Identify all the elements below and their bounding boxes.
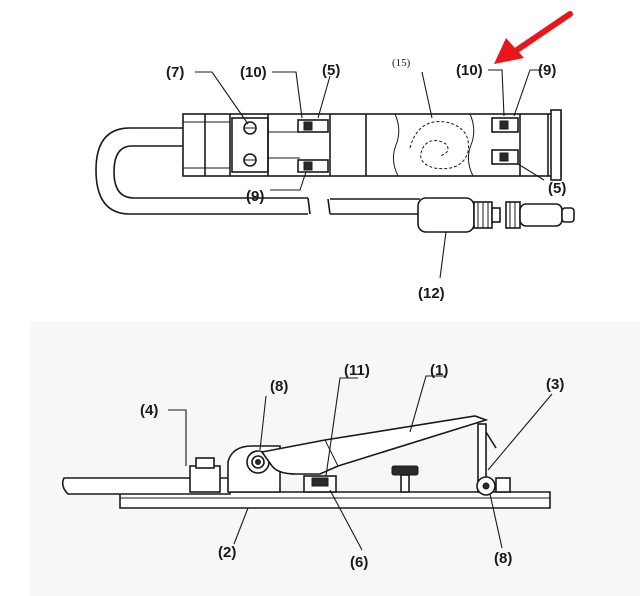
label-15: (15)	[392, 57, 411, 69]
label-5-right: (5)	[548, 180, 566, 197]
label-5-left: (5)	[322, 62, 340, 79]
label-10-right: (10)	[456, 62, 483, 79]
callout-arrow	[494, 11, 573, 64]
label-2: (2)	[218, 544, 236, 561]
top-view: (7) (10) (5) (15) (10) (9) (9) (5) (12)	[95, 11, 575, 302]
label-9-left: (9)	[246, 188, 264, 205]
label-1: (1)	[430, 362, 448, 379]
connector-plug	[417, 197, 475, 233]
block-4	[189, 465, 221, 493]
label-4: (4)	[140, 402, 158, 419]
lever-arm	[260, 415, 489, 475]
label-3: (3)	[546, 376, 564, 393]
label-8-right: (8)	[494, 550, 512, 567]
label-7: (7)	[166, 64, 184, 81]
connector-socket	[505, 201, 521, 229]
cable-loop	[95, 127, 308, 215]
label-6: (6)	[350, 554, 368, 571]
adjust-knob	[391, 465, 419, 476]
side-view: (4) (8) (11) (1) (3) (2) (6) (8)	[61, 362, 564, 571]
label-11: (11)	[344, 362, 370, 379]
label-10-left: (10)	[240, 64, 267, 81]
label-8-left: (8)	[270, 378, 288, 395]
rotary-element	[409, 121, 470, 170]
label-9-right: (9)	[538, 62, 556, 79]
label-12: (12)	[418, 285, 445, 302]
